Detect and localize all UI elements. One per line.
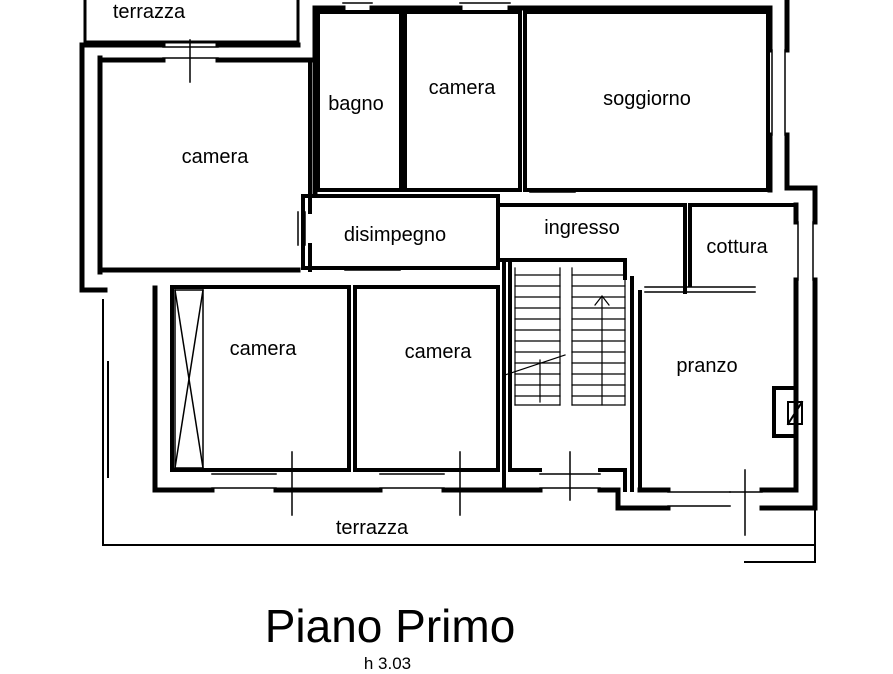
chimney-symbol [786,400,804,426]
room-label-camera-nw: camera [182,146,250,168]
room-label-disimpegno: disimpegno [344,224,446,246]
room-label-pranzo: pranzo [676,355,737,377]
terrazza-top-walls [83,0,300,44]
wardrobe [174,289,204,469]
room-label-cottura: cottura [706,236,768,258]
room-label-camera-n: camera [429,77,497,99]
terrazza-bottom-outline [102,299,816,563]
interior-walls [170,10,798,492]
room-label-bagno: bagno [328,93,384,115]
room-label-camera-s: camera [405,341,473,363]
room-labels: terrazza camera bagno camera soggiorno d… [113,1,769,539]
room-label-terrazza-bottom: terrazza [336,517,409,539]
plan-title: Piano Primo [264,600,516,652]
room-label-ingresso: ingresso [544,217,620,239]
room-label-terrazza-top: terrazza [113,1,186,23]
exterior-walls [79,0,818,511]
staircase [504,267,626,406]
room-label-camera-sw: camera [230,338,298,360]
windows [162,2,814,536]
floor-height-note: h 3.03 [363,654,412,673]
room-label-soggiorno: soggiorno [603,88,691,110]
